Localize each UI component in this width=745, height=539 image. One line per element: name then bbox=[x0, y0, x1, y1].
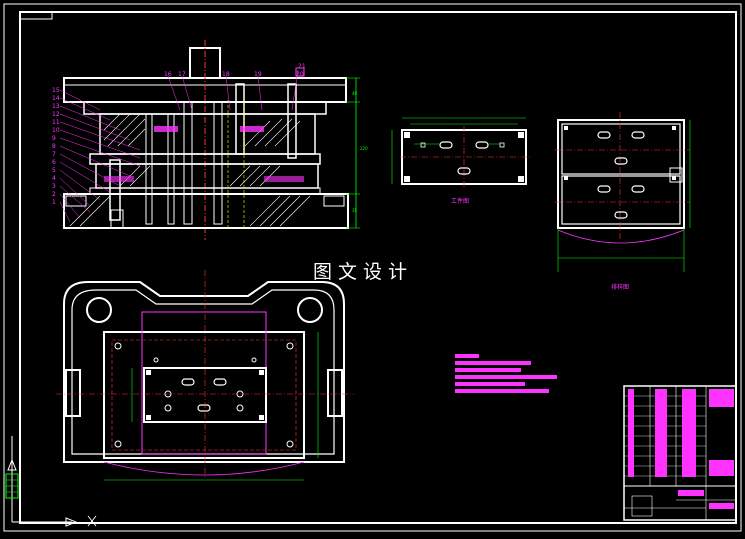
part-number-label: 7 bbox=[52, 151, 56, 158]
part-number-label: 4 bbox=[52, 175, 56, 182]
part-number-label: 5 bbox=[52, 167, 56, 174]
part-number-label: 2 bbox=[52, 191, 56, 198]
part-number-label: 12 bbox=[52, 111, 60, 118]
plan-view bbox=[56, 270, 354, 481]
corner-tab bbox=[19, 11, 53, 20]
svg-text:220: 220 bbox=[360, 146, 368, 151]
technical-notes bbox=[455, 354, 557, 393]
part-number-label: 14 bbox=[52, 95, 60, 102]
section-view: 40 220 35 bbox=[59, 40, 368, 240]
top-part-number-label: 16 bbox=[164, 71, 172, 78]
part-number-label: 9 bbox=[52, 135, 56, 142]
part-number-label: 15 bbox=[52, 87, 60, 94]
top-part-number-label: 17 bbox=[178, 71, 186, 78]
workpiece-view bbox=[391, 117, 530, 188]
svg-text:40: 40 bbox=[352, 91, 358, 96]
top-part-number-label: 21 bbox=[298, 63, 306, 70]
strip-layout-view bbox=[555, 112, 691, 272]
ucs-icon bbox=[5, 436, 97, 527]
part-number-label: 11 bbox=[52, 119, 60, 126]
outer-frame bbox=[3, 3, 742, 532]
top-part-number-label: 18 bbox=[222, 71, 230, 78]
part-number-label: 1 bbox=[52, 199, 56, 206]
part-number-label: 3 bbox=[52, 183, 56, 190]
strip-layout-caption: 排样图 bbox=[611, 284, 630, 291]
title-block bbox=[623, 385, 737, 521]
svg-text:35: 35 bbox=[352, 208, 358, 213]
workpiece-caption: 工件图 bbox=[451, 198, 470, 205]
top-part-number-label: 19 bbox=[254, 71, 262, 78]
part-number-label: 10 bbox=[52, 127, 60, 134]
part-number-label: 8 bbox=[52, 143, 56, 150]
part-number-label: 6 bbox=[52, 159, 56, 166]
watermark-text: 图文设计 bbox=[313, 261, 414, 283]
part-number-label: 13 bbox=[52, 103, 60, 110]
inner-frame bbox=[19, 11, 737, 524]
top-part-number-label: 20 bbox=[296, 71, 304, 78]
